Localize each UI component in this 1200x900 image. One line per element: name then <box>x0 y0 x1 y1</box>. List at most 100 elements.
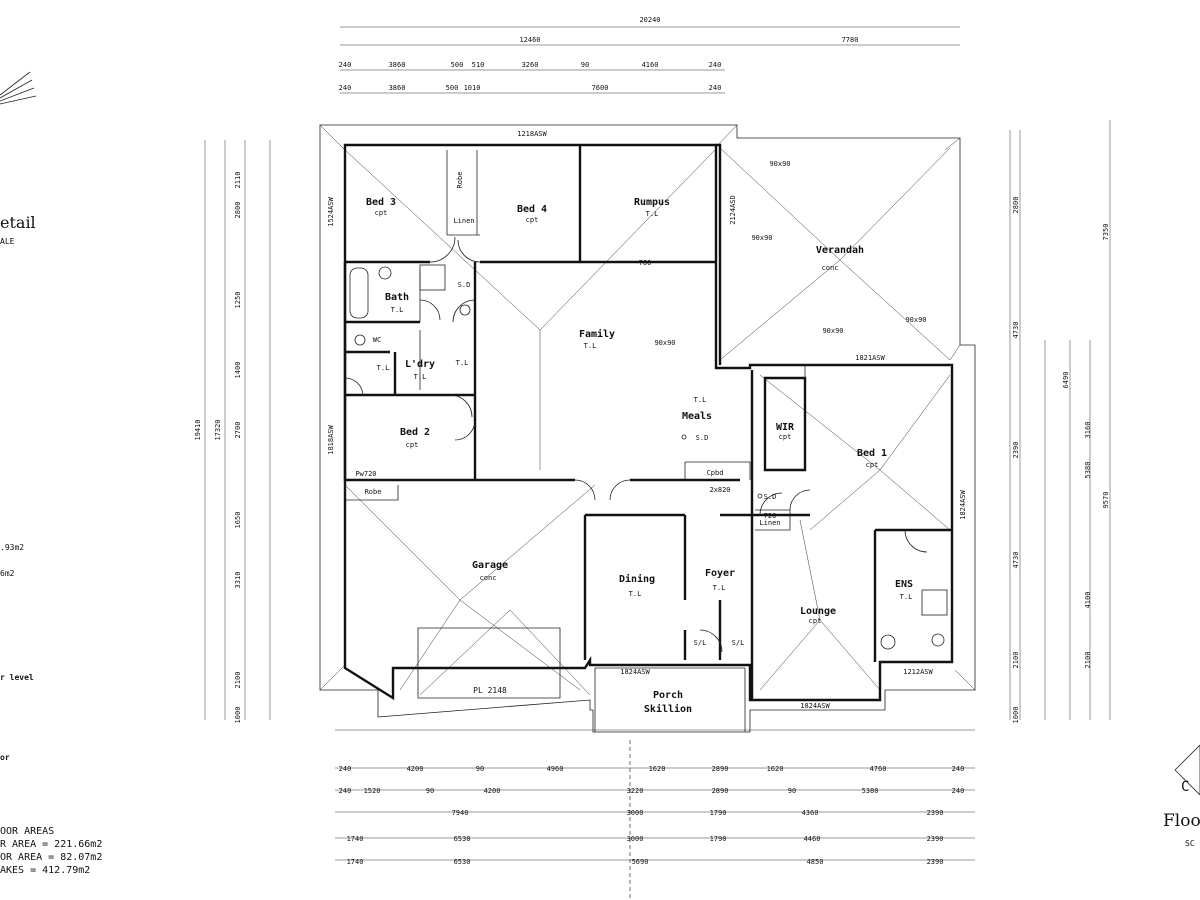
dim-left-seg-0: 2110 <box>234 172 242 189</box>
dim-bot-row2-4: 3220 <box>627 787 644 795</box>
beam-ens-label: 1212ASW <box>903 668 933 676</box>
smoke-detector-label-3: S.D <box>764 493 777 501</box>
dim-left-seg-3: 1400 <box>234 362 242 379</box>
garage-door-label: PL 2148 <box>473 686 507 695</box>
dim-bot-row5-4: 2390 <box>927 858 944 866</box>
logo-diamond-icon <box>1174 744 1200 796</box>
dim-right-seg-8: 4100 <box>1084 592 1092 609</box>
room-wir-name: WIR <box>776 422 795 433</box>
dim-top-row3-0: 240 <box>339 84 352 92</box>
room-laundry-name: L'dry <box>405 359 435 370</box>
dim-top-row2-5: 90 <box>581 61 589 69</box>
room-bed2-name: Bed 2 <box>400 427 430 438</box>
dim-bot-row3-0: 7940 <box>452 809 469 817</box>
dim-left-seg-4: 2700 <box>234 422 242 439</box>
door-760-label: 760 <box>639 259 652 267</box>
ensuite-toilet-icon <box>880 634 896 650</box>
beam-label-1: 90x90 <box>769 160 790 168</box>
room-laundry-floor: T.L <box>414 373 427 381</box>
dim-left-seg-1: 2800 <box>234 202 242 219</box>
logo-letter: C <box>1181 779 1189 795</box>
area-fragment-1: .93m2 <box>0 543 24 552</box>
smoke-detector-icon-2 <box>681 434 687 440</box>
left-legend-panel: etail ALE .93m2 6m2 r level or OOR AREAS… <box>0 71 102 876</box>
dim-top-row3-1: 3860 <box>389 84 406 92</box>
room-foyer-floor: T.L <box>713 584 726 592</box>
hall-floor-label: T.L <box>456 359 469 367</box>
beam-label-2: 90x90 <box>751 234 772 242</box>
pw720-label: Pw720 <box>355 470 376 478</box>
dim-top-row3-2: 500 <box>446 84 459 92</box>
detail-title: etail <box>0 213 36 232</box>
dim-top-row3-4: 7600 <box>592 84 609 92</box>
dim-bot-row1-1: 4200 <box>407 765 424 773</box>
room-bed4-floor: cpt <box>526 216 539 224</box>
dim-bot-row1-0: 240 <box>339 765 352 773</box>
bathtub-icon <box>349 267 369 319</box>
dim-bot-row2-2: 90 <box>426 787 434 795</box>
dim-left-seg-5: 1650 <box>234 512 242 529</box>
room-wir-floor: cpt <box>779 433 792 441</box>
smoke-detector-icon <box>459 304 471 316</box>
room-verandah-name: Verandah <box>816 245 864 256</box>
sliding-label-2: S/L <box>732 639 745 647</box>
dim-top-overall: 20240 <box>639 16 660 24</box>
dim-left-seg-8: 1000 <box>234 707 242 724</box>
dim-right-seg-9: 2100 <box>1084 652 1092 669</box>
smoke-detector-label-1: S.D <box>458 281 471 289</box>
floor-areas-heading: OOR AREAS <box>0 826 54 837</box>
note-fragment-2: or <box>0 753 10 762</box>
dim-left-seg-2: 1250 <box>234 292 242 309</box>
room-meals-floor: T.L <box>694 396 707 404</box>
dim-bot-row2-3: 4200 <box>484 787 501 795</box>
dim-right-middle: 6490 <box>1062 372 1070 389</box>
room-porch-name: Porch <box>653 690 683 701</box>
dim-top-row2-2: 500 <box>451 61 464 69</box>
cupboard-label: Cpbd <box>707 469 724 477</box>
beam-lounge-label: 1824ASW <box>800 702 830 710</box>
robe-label-2: Robe <box>365 488 382 496</box>
beam-bed1-label: 1824ASW <box>959 489 967 519</box>
dim-top-row2-3: 510 <box>472 61 485 69</box>
dim-bot-row4-3: 1790 <box>710 835 727 843</box>
room-rumpus-floor: T.L <box>646 210 659 218</box>
smoke-detector-label-2: S.D <box>696 434 709 442</box>
wc-label: WC <box>373 336 381 344</box>
door-2x820-label: 2x820 <box>709 486 730 494</box>
floor-area-line: R AREA = 221.66m2 <box>0 839 102 850</box>
dim-right-seg-0: 2800 <box>1012 197 1020 214</box>
dimension-lines <box>204 26 1111 861</box>
dim-top-row3-3: 1010 <box>464 84 481 92</box>
note-fragment-1: r level <box>0 673 34 682</box>
dim-bot-row1-3: 4960 <box>547 765 564 773</box>
dim-bot-row4-1: 6530 <box>454 835 471 843</box>
room-porch-floor: Skillion <box>644 703 692 715</box>
dim-bot-row3-2: 1790 <box>710 809 727 817</box>
dim-top-row2-6: 4160 <box>642 61 659 69</box>
annotation-labels: Robe Robe Linen Linen Cpbd WC T.L T.L S.… <box>327 130 967 710</box>
dim-bot-row2-0: 240 <box>339 787 352 795</box>
dim-bot-row2-5: 2890 <box>712 787 729 795</box>
dim-bot-row4-0: 1740 <box>347 835 364 843</box>
right-title: Floo <box>1163 811 1200 831</box>
right-title-panel: C Floo SC <box>1163 744 1200 848</box>
room-meals-name: Meals <box>682 411 712 422</box>
room-bath-floor: T.L <box>391 306 404 314</box>
linen-label-2: Linen <box>759 519 780 527</box>
wc-floor-label: T.L <box>377 364 390 372</box>
room-garage-name: Garage <box>472 560 508 571</box>
dim-top-row3-5: 240 <box>709 84 722 92</box>
dim-bot-row1-2: 90 <box>476 765 484 773</box>
room-foyer-name: Foyer <box>705 568 735 579</box>
room-bed3-name: Bed 3 <box>366 197 396 208</box>
wall-layout <box>343 143 954 732</box>
ensuite-basin-icon <box>931 633 945 647</box>
room-bed1-floor: cpt <box>866 461 879 469</box>
room-lounge-name: Lounge <box>800 606 836 617</box>
room-ens-floor: T.L <box>900 593 913 601</box>
room-ens-name: ENS <box>895 579 913 590</box>
dim-bot-row5-2: 5690 <box>632 858 649 866</box>
dim-bot-row3-4: 2390 <box>927 809 944 817</box>
north-arrow-icon <box>0 71 37 105</box>
